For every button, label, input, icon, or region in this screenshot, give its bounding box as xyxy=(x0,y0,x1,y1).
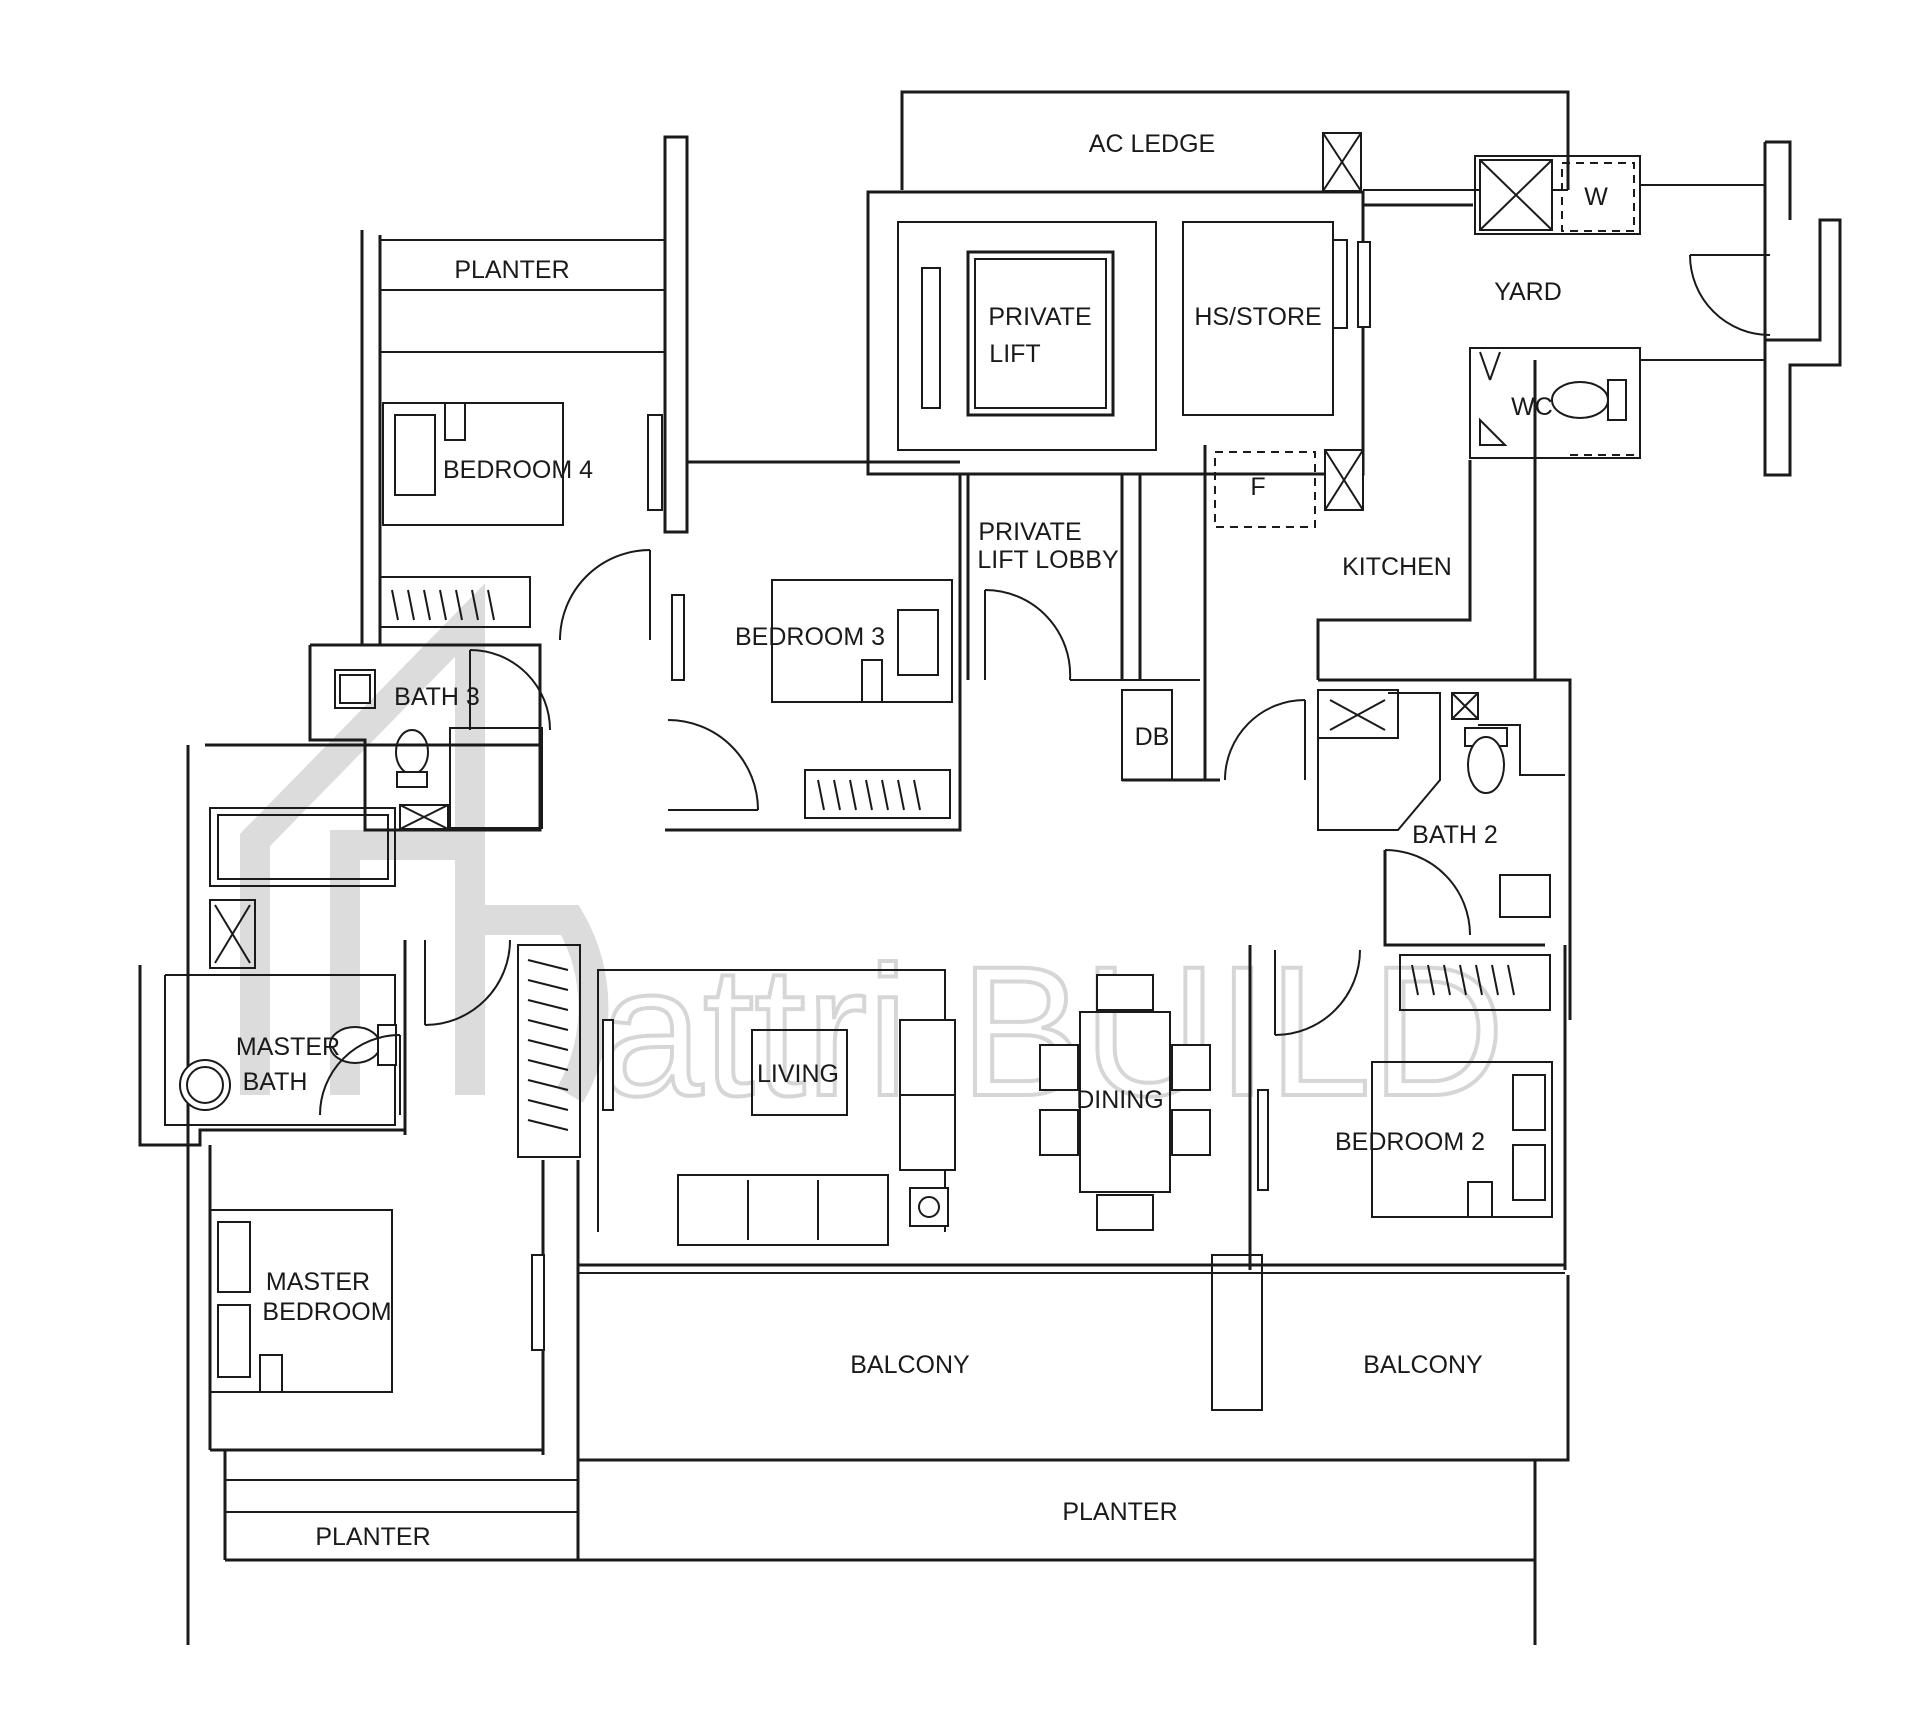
label-bedroom-3: BEDROOM 3 xyxy=(735,623,885,651)
ac-ledge-zone xyxy=(900,90,1570,192)
watermark: attri.BUILD xyxy=(240,583,1507,1137)
label-planter-top: PLANTER xyxy=(454,256,569,284)
living-dining-zone xyxy=(597,969,1211,1246)
label-yard: YARD xyxy=(1494,278,1562,306)
master-bath-zone xyxy=(138,743,540,1645)
yard-zone xyxy=(1363,140,1842,477)
label-master-bath-2: BATH xyxy=(243,1068,308,1096)
planter-bottom-zone xyxy=(223,1450,1537,1645)
label-private-lift-2: LIFT xyxy=(989,340,1040,368)
label-ac-ledge: AC LEDGE xyxy=(1089,130,1215,158)
lift-and-store-core xyxy=(866,190,1371,476)
label-bedroom-4: BEDROOM 4 xyxy=(443,456,593,484)
watermark-text: attri.BUILD xyxy=(600,929,1505,1135)
label-balcony-left: BALCONY xyxy=(850,1351,970,1379)
label-private-lift-1: PRIVATE xyxy=(988,303,1091,331)
bath-3-zone xyxy=(308,643,551,832)
master-bedroom-zone xyxy=(208,1145,543,1452)
planter-top-zone xyxy=(360,135,689,645)
bedroom-3-zone xyxy=(665,460,962,832)
label-bath-2: BATH 2 xyxy=(1412,821,1498,849)
label-planter-bottom-right: PLANTER xyxy=(1062,1498,1177,1526)
label-w: W xyxy=(1584,183,1608,211)
bedroom-2-zone xyxy=(1248,945,1567,1270)
kitchen-zone xyxy=(1203,360,1537,781)
wardrobe-zone xyxy=(517,944,581,1490)
label-living: LIVING xyxy=(757,1060,839,1088)
label-balcony-right: BALCONY xyxy=(1363,1351,1483,1379)
label-hs-store: HS/STORE xyxy=(1194,303,1321,331)
label-lift-lobby-2: LIFT LOBBY xyxy=(977,546,1119,574)
label-f: F xyxy=(1250,473,1265,501)
label-lift-lobby-1: PRIVATE xyxy=(978,518,1081,546)
bedroom-4-zone xyxy=(379,402,663,641)
label-db: DB xyxy=(1135,723,1170,751)
label-bath-3: BATH 3 xyxy=(394,683,480,711)
label-master-bath-1: MASTER xyxy=(236,1033,340,1061)
label-wc: WC xyxy=(1511,393,1553,421)
balcony-zone xyxy=(578,1254,1570,1462)
label-dining: DINING xyxy=(1076,1086,1164,1114)
lift-lobby-zone xyxy=(966,475,1220,782)
bath-2-zone xyxy=(1317,678,1572,1020)
label-bedroom-2: BEDROOM 2 xyxy=(1335,1128,1485,1156)
label-master-bedroom-2: BEDROOM xyxy=(262,1298,391,1326)
label-planter-bottom-left: PLANTER xyxy=(315,1523,430,1551)
label-master-bedroom-1: MASTER xyxy=(266,1268,370,1296)
label-kitchen: KITCHEN xyxy=(1342,553,1452,581)
room-labels: AC LEDGE PLANTER PRIVATE LIFT HS/STORE Y… xyxy=(236,130,1608,1551)
